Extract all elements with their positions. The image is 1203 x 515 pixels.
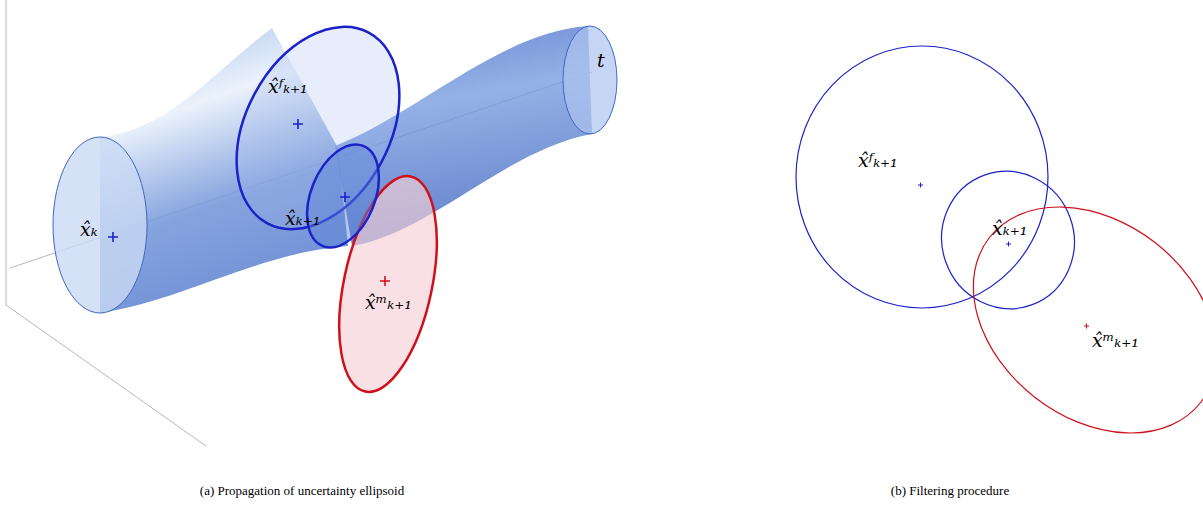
- plus-markers: [918, 183, 1089, 329]
- filtered-ellipse: [293, 134, 393, 258]
- subfigure-caption: (a) Propagation of uncertainty ellipsoid: [200, 483, 404, 499]
- end-ellipse: [563, 26, 617, 134]
- math-label: x̂ᶠₖ₊₁: [268, 76, 308, 97]
- axis-line: [6, 0, 7, 305]
- subfigure-caption: (b) Filtering procedure: [891, 483, 1009, 499]
- math-label: x̂ₖ: [80, 219, 98, 240]
- initial-ellipse: [53, 137, 147, 313]
- plus-markers: [108, 119, 390, 286]
- measurement-ellipse: [929, 160, 1203, 479]
- axis-label: t: [597, 50, 605, 71]
- math-label: x̂ᶠₖ₊₁: [858, 150, 898, 171]
- filtered-ellipse: [922, 153, 1093, 328]
- math-label: x̂ₖ₊₁: [285, 208, 320, 229]
- math-label: x̂ₖ₊₁: [992, 218, 1027, 239]
- axis-line: [6, 305, 206, 446]
- math-label: x̂ᵐₖ₊₁: [1092, 330, 1139, 351]
- math-label: x̂ᵐₖ₊₁: [365, 292, 412, 313]
- forecast-ellipse: [796, 46, 1048, 308]
